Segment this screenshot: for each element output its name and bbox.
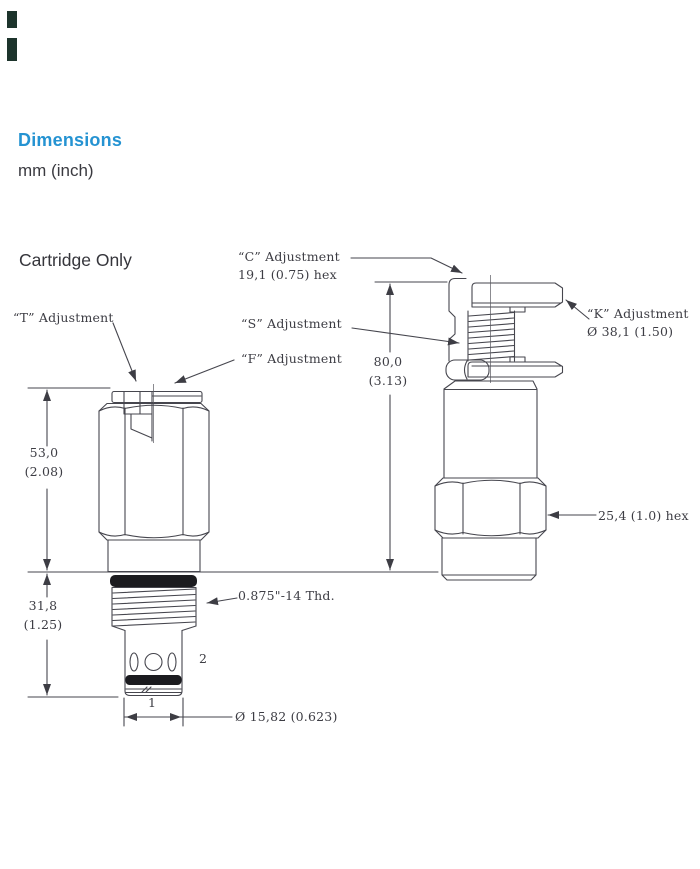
insertion-depth-dimension: 31,8 (1.25)	[22, 597, 64, 635]
right-valve-outline	[434, 275, 564, 581]
t-adjustment-label: “T” Adjustment	[13, 310, 114, 325]
depth-inch: (1.25)	[23, 616, 63, 632]
c-adjustment-hex-size: 19,1 (0.75) hex	[238, 266, 337, 282]
height-left-inch: (2.08)	[24, 463, 64, 479]
f-adjustment-label: “F” Adjustment	[241, 351, 342, 366]
depth-mm: 31,8	[28, 598, 58, 613]
height-dimension-left: 53,0 (2.08)	[22, 444, 66, 482]
hex-flats-label: 25,4 (1.0) hex	[598, 508, 689, 523]
c-adjustment-label: “C” Adjustment 19,1 (0.75) hex	[238, 248, 340, 283]
leader-lines	[112, 257, 597, 606]
port-2-label: 2	[199, 651, 208, 666]
k-adjustment-label: “K” Adjustment Ø 38,1 (1.50)	[587, 305, 689, 340]
left-valve-outline	[98, 384, 210, 697]
k-adjustment-text: “K” Adjustment	[587, 306, 689, 321]
thread-spec-label: 0.875"-14 Thd.	[238, 588, 335, 603]
c-adjustment-text: “C” Adjustment	[238, 249, 340, 264]
page-title: Dimensions	[18, 130, 123, 150]
height-left-mm: 53,0	[29, 445, 59, 460]
cartridge-diameter-label: Ø 15,82 (0.623)	[235, 709, 338, 724]
height-right-inch: (3.13)	[368, 372, 408, 388]
s-adjustment-label: “S” Adjustment	[241, 316, 342, 331]
port-1-label: 1	[148, 695, 157, 710]
page-edge-tab-mark	[7, 38, 17, 61]
height-dimension-right: 80,0 (3.13)	[366, 353, 410, 391]
section-title: Cartridge Only	[19, 250, 132, 270]
k-adjustment-diameter: Ø 38,1 (1.50)	[587, 323, 674, 339]
page-edge-tab-mark	[7, 11, 17, 28]
dimension-lines	[27, 281, 448, 727]
height-right-mm: 80,0	[373, 354, 403, 369]
units-label: mm (inch)	[18, 161, 94, 180]
